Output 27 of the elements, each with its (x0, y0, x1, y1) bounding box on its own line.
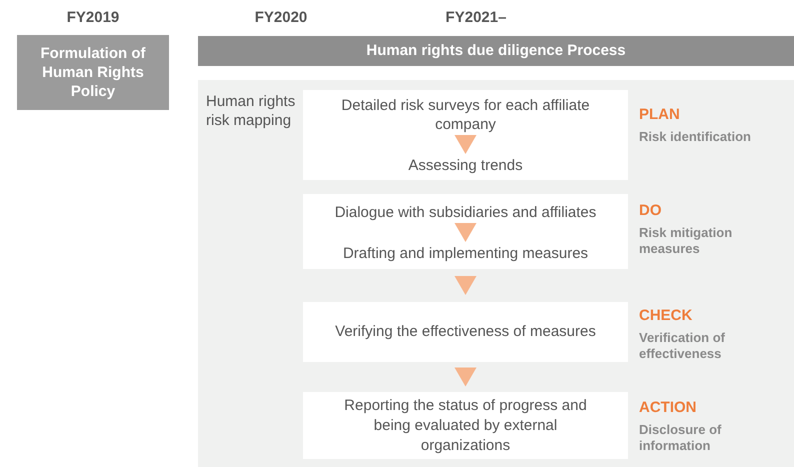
step-text: Detailed risk surveys for each affiliate company (330, 96, 601, 134)
flow-arrow (454, 276, 476, 295)
phase-description: Risk mitigation measures (639, 225, 734, 257)
phase-label: ACTION (639, 399, 698, 417)
phase-description: Verification of effectiveness (639, 330, 726, 362)
flow-arrow (454, 135, 476, 154)
step-text: Drafting and implementing measures (306, 243, 625, 263)
phase-label: PLAN (639, 106, 681, 124)
flow-arrow (454, 223, 476, 242)
step-box: Verifying the effectiveness of measures (303, 302, 628, 362)
year-label: FY2021– (446, 8, 506, 28)
step-box (303, 90, 628, 180)
phase-description: Risk identification (639, 129, 752, 145)
panel-background (198, 80, 794, 467)
year-label: FY2020 (254, 8, 308, 28)
phase-label: DO (639, 202, 662, 220)
step-box: Reporting the status of progress and being evaluated by external organizations (303, 392, 628, 459)
step-text: Assessing trends (306, 155, 625, 175)
step-text: Dialogue with subsidiaries and affiliates (306, 202, 625, 222)
policy-box: Formulation of Human Rights Policy (17, 35, 169, 110)
phase-description: Disclosure of information (639, 422, 722, 454)
phase-label: CHECK (639, 307, 694, 325)
panel-label: Human rights risk mapping (206, 92, 296, 130)
step-box (303, 194, 628, 269)
year-label: FY2019 (66, 8, 120, 28)
process-header-bar: Human rights due diligence Process (198, 36, 794, 66)
flow-arrow (454, 368, 476, 386)
